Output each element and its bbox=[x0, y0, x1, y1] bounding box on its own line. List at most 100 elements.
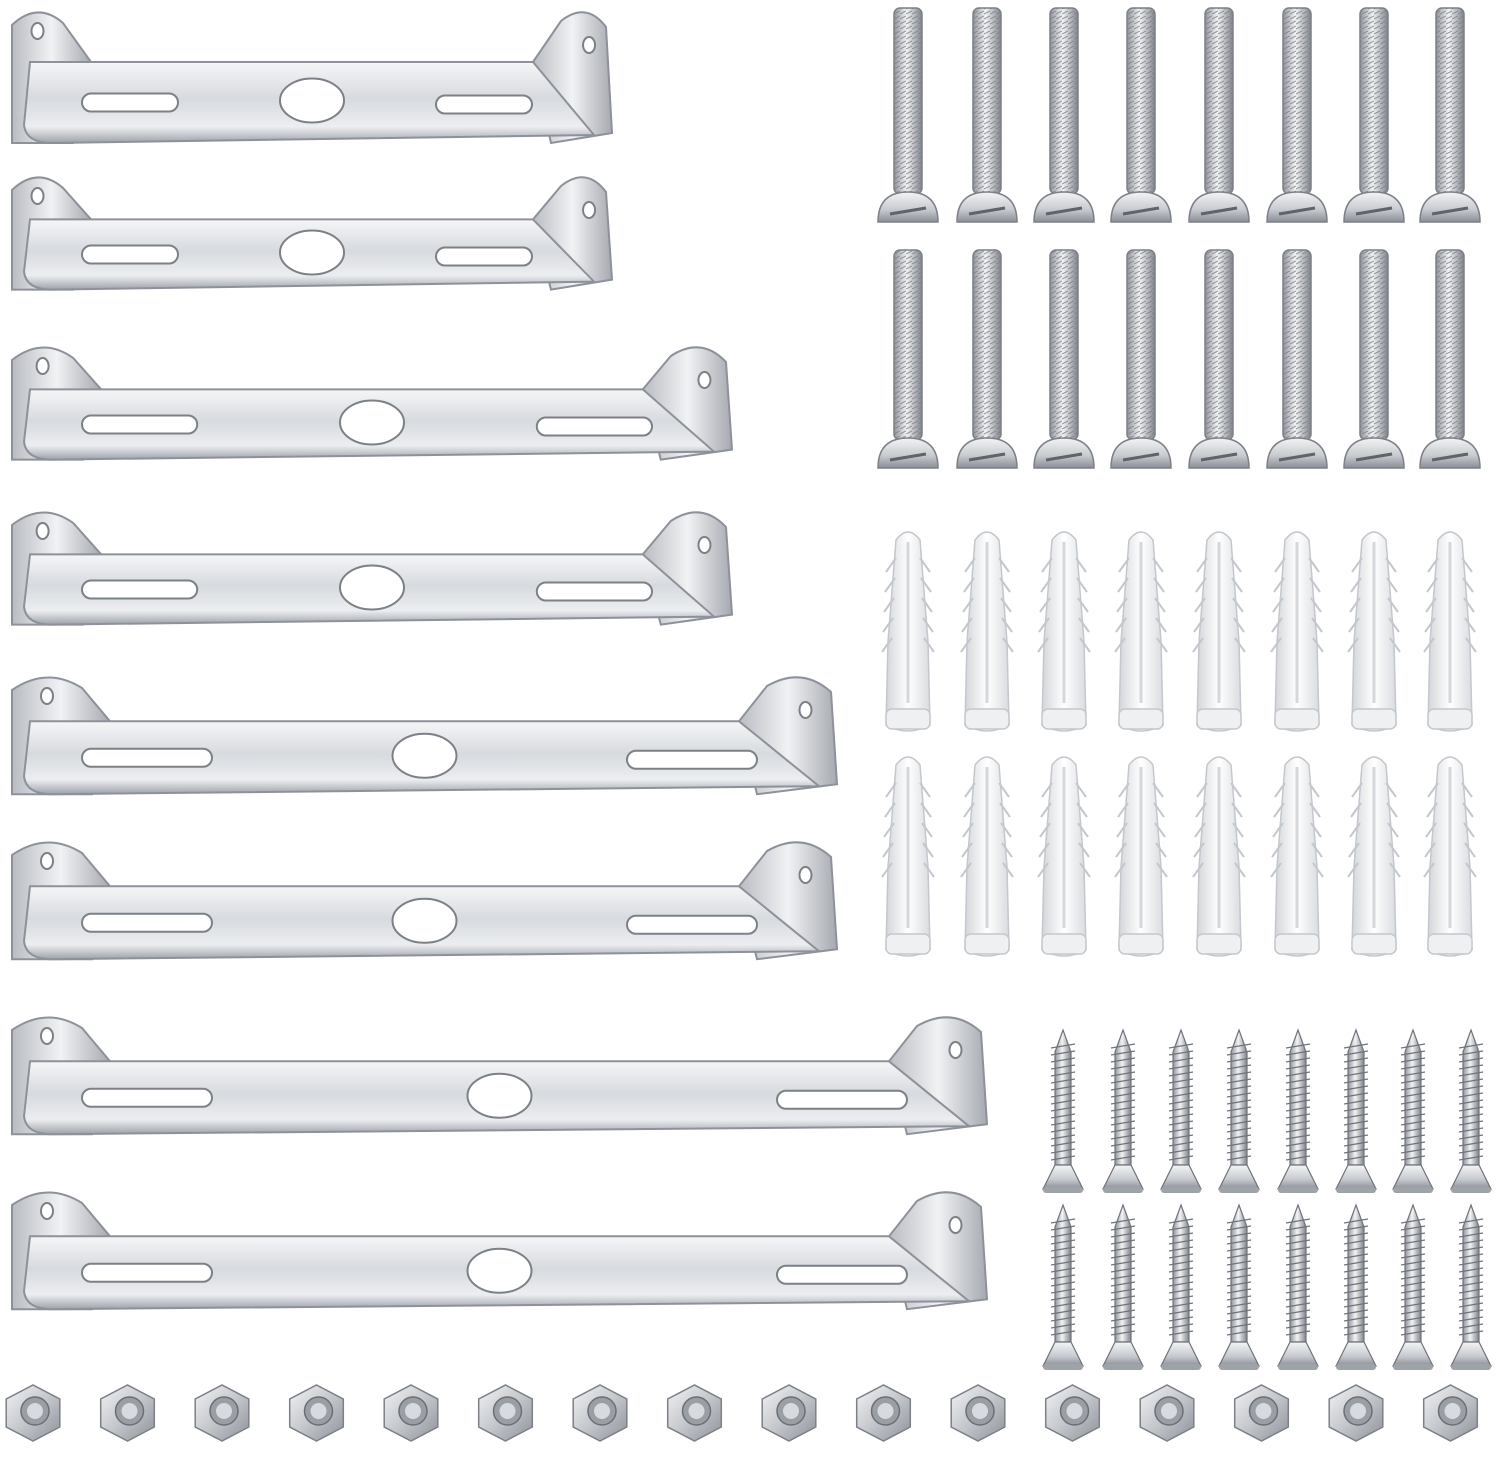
screw-head bbox=[1266, 191, 1328, 223]
screw-head bbox=[1160, 1164, 1202, 1190]
wood-screw bbox=[1335, 1203, 1377, 1370]
anchor-collar bbox=[1118, 933, 1164, 955]
screw-head bbox=[1419, 191, 1481, 223]
anchor-collar bbox=[964, 708, 1010, 730]
machine-screw bbox=[877, 7, 939, 223]
wood-screw bbox=[1102, 1028, 1144, 1193]
hex-nut bbox=[1233, 1384, 1290, 1442]
mounting-hole bbox=[40, 852, 54, 870]
center-hole bbox=[466, 1072, 533, 1119]
machine-screw-group bbox=[877, 7, 1481, 469]
center-hole bbox=[279, 229, 345, 276]
wall-anchor bbox=[1270, 531, 1324, 732]
screw-head bbox=[1102, 1164, 1144, 1190]
center-hole bbox=[466, 1247, 533, 1294]
wood-screw bbox=[1392, 1203, 1434, 1370]
slot bbox=[1355, 206, 1393, 216]
wood-screw bbox=[1042, 1028, 1084, 1193]
wall-anchor bbox=[1192, 756, 1246, 957]
machine-screw bbox=[877, 249, 939, 469]
wood-screw bbox=[1335, 1028, 1377, 1193]
wall-anchor bbox=[1347, 531, 1401, 732]
screw-head bbox=[1033, 191, 1095, 223]
screw-head bbox=[1277, 1341, 1319, 1367]
screw-head bbox=[956, 191, 1018, 223]
machine-screw bbox=[1419, 249, 1481, 469]
adjust-slot bbox=[535, 581, 653, 602]
hex-nut bbox=[1422, 1384, 1479, 1442]
mounting-hole bbox=[948, 1041, 963, 1059]
crossbar-bracket bbox=[11, 841, 839, 961]
adjust-slot bbox=[435, 94, 533, 115]
crossbar-bracket bbox=[11, 176, 614, 291]
machine-screw bbox=[1419, 7, 1481, 223]
center-hole bbox=[391, 732, 458, 779]
screw-head bbox=[1188, 437, 1250, 469]
hex-nut bbox=[383, 1384, 439, 1442]
wall-anchor-group bbox=[881, 531, 1477, 957]
screw-head bbox=[1218, 1341, 1260, 1367]
anchor-collar bbox=[1427, 708, 1473, 730]
crossbar-bracket bbox=[11, 676, 839, 796]
screw-head bbox=[1266, 437, 1328, 469]
screw-head bbox=[1277, 1164, 1319, 1190]
hex-nut bbox=[477, 1384, 534, 1442]
slot bbox=[1122, 452, 1160, 462]
anchor-collar bbox=[1274, 708, 1320, 730]
machine-screw bbox=[1343, 249, 1405, 469]
wood-screw bbox=[1218, 1028, 1260, 1193]
anchor-collar bbox=[1196, 933, 1242, 955]
machine-screw bbox=[1033, 249, 1095, 469]
slot bbox=[968, 206, 1006, 216]
center-hole bbox=[279, 77, 345, 124]
wood-screw bbox=[1392, 1028, 1434, 1193]
slot bbox=[1431, 452, 1469, 462]
adjust-slot bbox=[81, 244, 179, 265]
wall-anchor bbox=[1270, 756, 1324, 957]
mounting-hole bbox=[798, 701, 813, 719]
crossbar-bracket bbox=[11, 1016, 989, 1136]
screw-head bbox=[1042, 1164, 1084, 1190]
mounting-hole bbox=[35, 522, 50, 540]
screw-head bbox=[1450, 1164, 1492, 1190]
slot bbox=[1045, 452, 1083, 462]
anchor-collar bbox=[1118, 708, 1164, 730]
hex-nut bbox=[950, 1384, 1006, 1442]
anchor-collar bbox=[1274, 933, 1320, 955]
hex-nut bbox=[1044, 1384, 1101, 1442]
crossbar-bracket bbox=[11, 11, 614, 145]
center-hole bbox=[339, 564, 405, 611]
adjust-slot bbox=[81, 747, 213, 768]
hex-nut bbox=[288, 1384, 345, 1442]
adjust-slot bbox=[776, 1264, 908, 1285]
slot bbox=[1355, 452, 1393, 462]
screw-head bbox=[877, 437, 939, 469]
hex-nut bbox=[5, 1384, 61, 1442]
slot bbox=[889, 452, 927, 462]
machine-screw bbox=[1110, 249, 1172, 469]
slot bbox=[1200, 452, 1238, 462]
slot bbox=[968, 452, 1006, 462]
screw-head bbox=[1343, 191, 1405, 223]
wood-screw bbox=[1277, 1203, 1319, 1370]
anchor-collar bbox=[1196, 708, 1242, 730]
wood-screw bbox=[1450, 1028, 1492, 1193]
machine-screw bbox=[1188, 249, 1250, 469]
wood-screw bbox=[1160, 1028, 1202, 1193]
machine-screw bbox=[1110, 7, 1172, 223]
machine-screw bbox=[956, 7, 1018, 223]
wood-screw bbox=[1277, 1028, 1319, 1193]
screw-head bbox=[877, 191, 939, 223]
screw-head bbox=[1343, 437, 1405, 469]
anchor-collar bbox=[1041, 708, 1087, 730]
screw-head bbox=[1188, 191, 1250, 223]
mounting-hole bbox=[582, 36, 597, 54]
hex-nut bbox=[572, 1384, 628, 1442]
mounting-hole bbox=[35, 357, 50, 375]
center-hole bbox=[391, 897, 458, 944]
screw-head bbox=[1110, 191, 1172, 223]
screw-head bbox=[1335, 1164, 1377, 1190]
wall-anchor bbox=[881, 531, 935, 732]
wall-anchor bbox=[1423, 756, 1477, 957]
anchor-collar bbox=[1427, 933, 1473, 955]
